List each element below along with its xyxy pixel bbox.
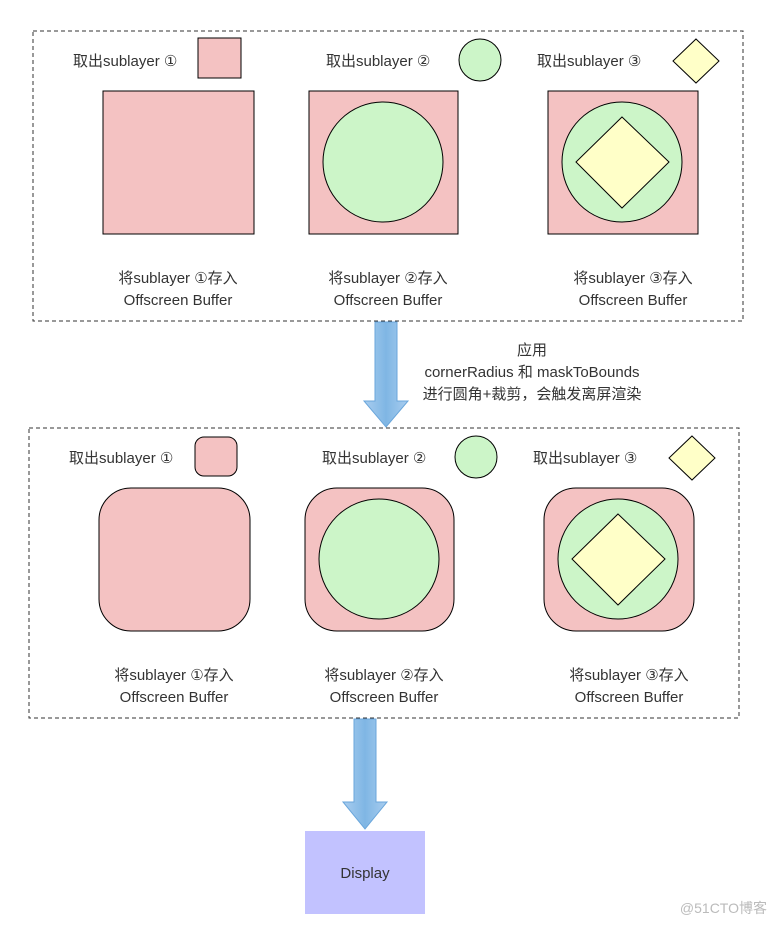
top-take-label-2: 取出sublayer ② (326, 53, 430, 70)
bottom-take-label-1: 取出sublayer ① (69, 450, 173, 467)
bottom-layer-1-rounded-square (98, 487, 251, 632)
top-take-label-1: 取出sublayer ① (73, 53, 177, 70)
bottom-store-line1-2: 将sublayer ②存入 (324, 667, 443, 684)
bottom-store-line2-1: Offscreen Buffer (120, 689, 229, 706)
top-store-line1-2: 将sublayer ②存入 (328, 270, 447, 287)
apply-note-line1: 应用 (517, 341, 547, 359)
apply-note-line2: cornerRadius 和 maskToBounds (424, 364, 639, 381)
top-store-line2-1: Offscreen Buffer (124, 292, 233, 309)
bottom-group-dashed-frame (28, 427, 740, 719)
bottom-small-rounded-square (194, 436, 238, 477)
top-take-label-3: 取出sublayer ③ (537, 53, 641, 70)
bottom-small-circle (454, 435, 498, 479)
top-small-diamond (672, 38, 720, 84)
down-arrow-1 (362, 321, 410, 428)
bottom-layer-2-circle (318, 498, 440, 620)
top-store-line1-1: 将sublayer ①存入 (118, 270, 237, 287)
top-store-line2-3: Offscreen Buffer (579, 292, 688, 309)
bottom-take-label-2: 取出sublayer ② (322, 450, 426, 467)
bottom-store-line2-3: Offscreen Buffer (575, 689, 684, 706)
display-label: Display (340, 865, 390, 882)
top-layer-2-circle (322, 101, 444, 223)
top-small-square (197, 37, 242, 79)
watermark: @51CTO博客 (680, 900, 767, 916)
top-small-circle (458, 38, 502, 82)
top-store-line1-3: 将sublayer ③存入 (573, 270, 692, 287)
bottom-take-label-3: 取出sublayer ③ (533, 450, 637, 467)
top-layer-1-square (102, 90, 255, 235)
display-box (305, 831, 425, 914)
bottom-small-diamond (668, 435, 716, 481)
down-arrow-2 (341, 718, 389, 830)
apply-note-line3: 进行圆角+裁剪，会触发离屏渲染 (423, 386, 642, 403)
bottom-store-line2-2: Offscreen Buffer (330, 689, 439, 706)
bottom-store-line1-1: 将sublayer ①存入 (114, 667, 233, 684)
top-layer-3-diamond (575, 116, 670, 209)
top-store-line2-2: Offscreen Buffer (334, 292, 443, 309)
bottom-store-line1-3: 将sublayer ③存入 (569, 667, 688, 684)
bottom-layer-3-diamond (571, 513, 666, 606)
top-group-dashed-frame (32, 30, 744, 322)
